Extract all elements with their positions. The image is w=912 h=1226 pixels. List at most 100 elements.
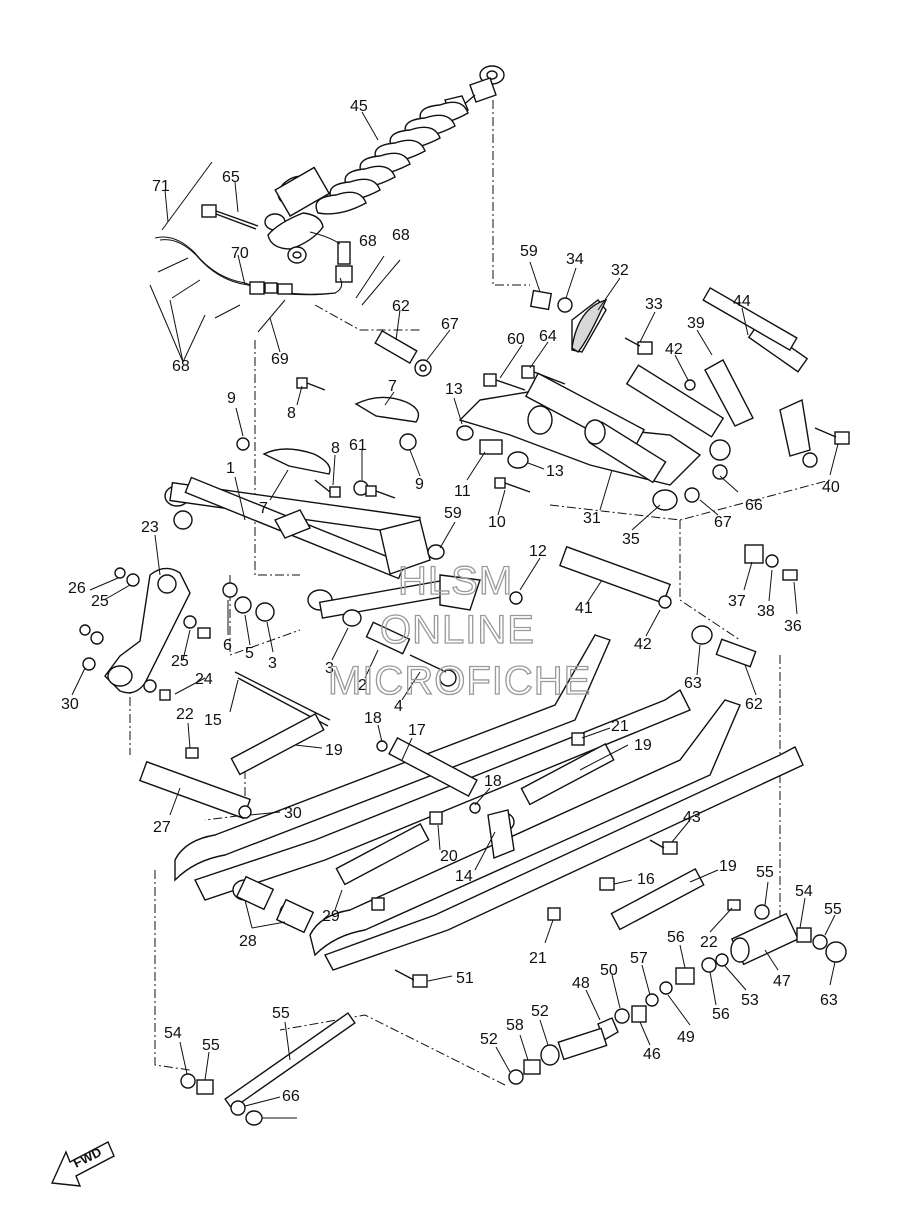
callout-41: 41 [575, 600, 593, 617]
callout-13-a: 13 [445, 381, 463, 398]
callout-32: 32 [611, 262, 629, 279]
callout-9-a: 9 [227, 390, 236, 407]
callout-70: 70 [231, 245, 249, 262]
callout-22-a: 22 [176, 706, 194, 723]
callout-64: 64 [539, 328, 557, 345]
callout-69: 69 [271, 351, 289, 368]
callout-40: 40 [822, 479, 840, 496]
callout-59-mid: 59 [444, 505, 462, 522]
callout-18-a: 18 [364, 710, 382, 727]
callout-68-c: 68 [172, 358, 190, 375]
callout-15: 15 [204, 712, 222, 729]
callout-19-b: 19 [634, 737, 652, 754]
washers-front [222, 377, 531, 687]
callout-21-a: 21 [611, 718, 629, 735]
callout-28: 28 [239, 933, 257, 950]
watermark-line-1: HLSM [398, 559, 513, 603]
callout-55-left-b: 66 [282, 1088, 300, 1105]
callout-55-right-b: 55 [824, 901, 842, 918]
callout-26: 26 [68, 580, 86, 597]
callout-54-right: 54 [795, 883, 813, 900]
callout-labels: 45 71 65 70 68 68 68 69 62 67 59 34 32 3… [61, 98, 842, 1105]
callout-62-mid: 62 [745, 696, 763, 713]
rear-arm-assembly [458, 286, 818, 511]
callout-7-a: 7 [388, 378, 397, 395]
callout-45: 45 [350, 98, 368, 115]
callout-30-a: 30 [61, 696, 79, 713]
callout-65: 65 [222, 169, 240, 186]
callout-24: 24 [195, 671, 213, 688]
callout-5: 5 [245, 645, 254, 662]
bolt-65 [201, 204, 259, 230]
shock-absorber [264, 65, 505, 283]
callout-14: 14 [455, 868, 473, 885]
callout-27: 27 [153, 819, 171, 836]
callout-13-b: 13 [546, 463, 564, 480]
callout-6: 6 [223, 637, 232, 654]
front-arm [164, 396, 481, 619]
wire-harness [154, 161, 401, 333]
callout-25-a: 25 [91, 593, 109, 610]
callout-31: 31 [583, 510, 601, 527]
callout-61: 61 [349, 437, 367, 454]
callout-63-bottom: 63 [820, 992, 838, 1009]
callout-38: 38 [757, 603, 775, 620]
watermark: HLSM ONLINE MICROFICHE [327, 558, 591, 703]
callout-47: 47 [773, 973, 791, 990]
front-link [79, 567, 211, 701]
callout-25-b: 25 [171, 653, 189, 670]
callout-18-b: 18 [484, 773, 502, 790]
callout-1: 1 [226, 460, 235, 477]
callout-8-b: 8 [331, 440, 340, 457]
shafts [138, 544, 798, 820]
callout-19-a: 19 [325, 742, 343, 759]
fwd-arrow-icon: FWD [50, 1141, 115, 1187]
callout-50: 56 [712, 1006, 730, 1023]
collar-62-top [374, 329, 432, 377]
callout-16: 16 [637, 871, 655, 888]
callout-39: 39 [687, 315, 705, 332]
callout-55-left-a: 54 [164, 1025, 182, 1042]
callout-22-b: 22 [700, 934, 718, 951]
callout-57: 50 [600, 962, 618, 979]
callout-42-mid: 42 [634, 636, 652, 653]
callout-60: 60 [507, 331, 525, 348]
callout-23: 23 [141, 519, 159, 536]
assembly-reference-lines [129, 100, 831, 1086]
callout-68-a: 68 [359, 233, 377, 250]
callout-43: 43 [683, 809, 701, 826]
callout-36: 36 [784, 618, 802, 635]
callout-51: 56 [667, 929, 685, 946]
callout-66-upper: 66 [745, 497, 763, 514]
callout-44: 44 [733, 293, 751, 310]
callout-30-b: 30 [284, 805, 302, 822]
callout-46: 55 [272, 1005, 290, 1022]
callout-54-left: 55 [202, 1037, 220, 1054]
callout-7-b: 7 [259, 500, 268, 517]
callout-3-b: 3 [325, 660, 334, 677]
callout-56-a: 57 [630, 950, 648, 967]
callout-8-a: 8 [287, 405, 296, 422]
callout-20: 20 [440, 848, 458, 865]
callout-48: 49 [677, 1029, 695, 1046]
callout-56-b: 53 [741, 992, 759, 1009]
watermark-line-3: MICROFICHE [328, 659, 591, 703]
leader-lines [71, 111, 839, 1119]
callout-68-b: 68 [392, 227, 410, 244]
callout-4: 4 [394, 698, 403, 715]
callout-11: 11 [454, 483, 471, 500]
watermark-line-2: ONLINE [380, 608, 535, 652]
callout-58: 52 [480, 1031, 498, 1048]
callout-37: 37 [728, 593, 746, 610]
callout-19-c: 19 [719, 858, 737, 875]
callout-29: 51 [456, 970, 474, 987]
callout-3-a: 3 [268, 655, 277, 672]
callout-67-top: 67 [441, 316, 459, 333]
callout-9-b: 9 [415, 476, 424, 493]
slide-rails [174, 634, 804, 988]
callout-42-top: 42 [665, 341, 683, 358]
callout-34: 34 [566, 251, 584, 268]
callout-53: 48 [572, 975, 590, 992]
callout-52-a: 58 [506, 1017, 524, 1034]
